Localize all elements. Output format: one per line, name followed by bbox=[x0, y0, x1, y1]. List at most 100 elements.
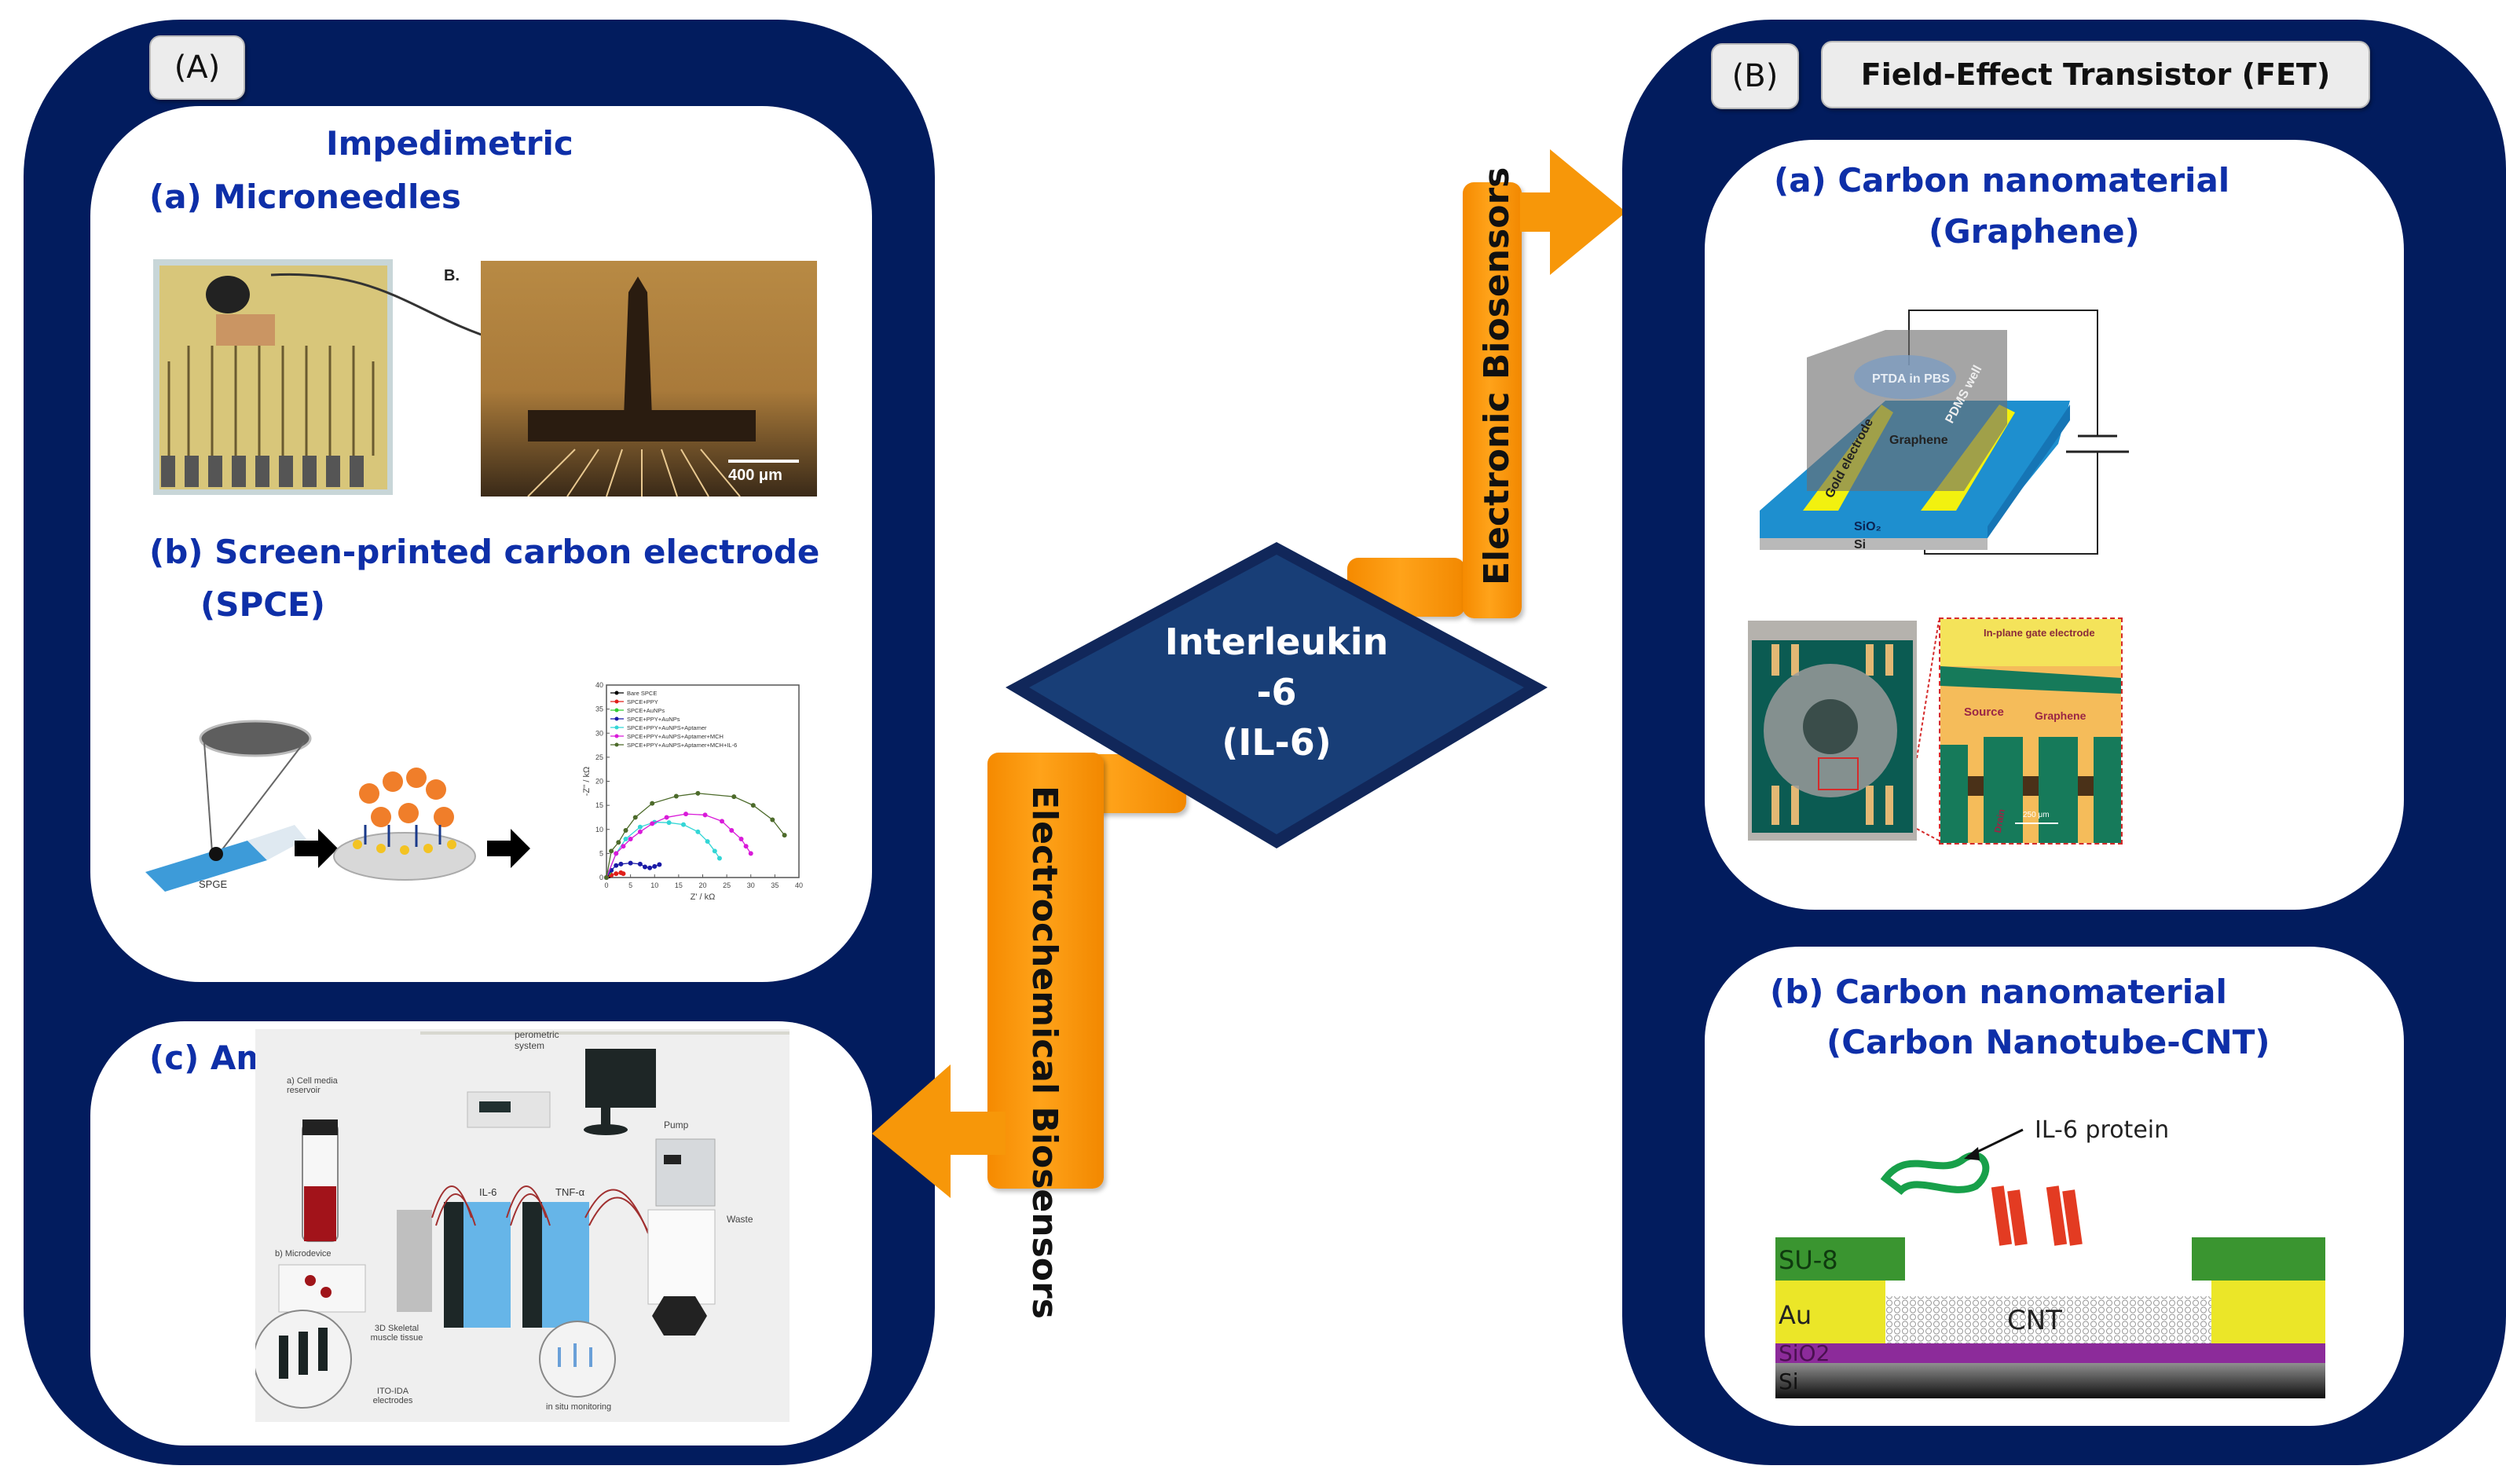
data-point bbox=[664, 815, 669, 820]
microdevice-label: b) Microdevice bbox=[275, 1249, 332, 1259]
graphene-photo-label: Graphene bbox=[2035, 709, 2087, 722]
si-label: Si bbox=[1854, 538, 1866, 551]
series-line bbox=[606, 862, 660, 878]
electronic-arrow-head bbox=[1520, 149, 1626, 275]
spce-title-line2: (SPCE) bbox=[200, 585, 325, 624]
x-tick-label: 5 bbox=[628, 881, 632, 889]
x-tick-label: 15 bbox=[675, 881, 683, 889]
il6-line3: (IL-6) bbox=[1222, 721, 1332, 764]
microneedle-micrograph: 400 μm bbox=[481, 261, 817, 497]
microneedles-title: (a) Microneedles bbox=[149, 178, 461, 216]
graphene-title-line1: (a) Carbon nanomaterial bbox=[1774, 161, 2230, 200]
pump-label: Pump bbox=[664, 1119, 689, 1130]
data-point bbox=[618, 861, 624, 867]
legend-entry: SPCE+PPY+AuNPs bbox=[627, 716, 680, 723]
tnf-channel-label: TNF-α bbox=[555, 1186, 585, 1198]
data-point bbox=[609, 848, 614, 854]
spce-strip-label: SPGE bbox=[199, 878, 227, 890]
y-tick-label: 30 bbox=[595, 729, 603, 737]
data-point bbox=[652, 863, 658, 869]
cnt-fet-schematic: IL-6 protein SU-8 Au CNT SiO2 Si bbox=[1775, 1116, 2325, 1398]
data-point bbox=[683, 812, 689, 817]
electrodes-label: ITO-IDA electrodes bbox=[372, 1387, 413, 1405]
data-point bbox=[650, 821, 655, 826]
data-point bbox=[637, 829, 643, 834]
y-tick-label: 15 bbox=[595, 801, 603, 809]
spce-illustration: SPGE bbox=[145, 720, 530, 892]
sio2-label: SiO₂ bbox=[1854, 520, 1881, 533]
gate-electrode-label: In-plane gate electrode bbox=[1984, 627, 2095, 639]
cnt-title-line2: (Carbon Nanotube-CNT) bbox=[1826, 1023, 2270, 1061]
data-point bbox=[637, 824, 643, 830]
fet-micrograph: In-plane gate electrode Source Graphene … bbox=[1939, 617, 2123, 845]
si-layer-label: Si bbox=[1779, 1369, 1799, 1394]
y-tick-label: 35 bbox=[595, 705, 603, 713]
data-point bbox=[720, 819, 724, 824]
legend-marker bbox=[614, 725, 619, 730]
il6-line2: -6 bbox=[1256, 671, 1297, 713]
panel-b-tag: (B) bbox=[1711, 43, 1799, 109]
arrow-right-icon bbox=[487, 829, 530, 868]
data-point bbox=[647, 865, 653, 870]
amperometric-system-label: perometric system bbox=[515, 1029, 559, 1051]
data-point bbox=[716, 856, 722, 861]
legend-entry: Bare SPCE bbox=[627, 690, 657, 697]
data-point bbox=[695, 790, 701, 796]
data-point bbox=[657, 862, 662, 867]
data-point bbox=[621, 871, 626, 877]
legend-marker bbox=[614, 742, 619, 747]
data-point bbox=[643, 864, 647, 870]
data-point bbox=[666, 820, 672, 826]
data-point bbox=[705, 839, 710, 845]
data-point bbox=[731, 794, 737, 800]
data-point bbox=[695, 829, 701, 834]
data-point bbox=[750, 803, 756, 808]
legend-marker bbox=[614, 734, 619, 738]
scale-bar-label: 400 μm bbox=[728, 467, 782, 484]
legend-entry: SPCE+PPY+AuNPS+Aptamer bbox=[627, 724, 707, 731]
cnt-title-line1: (b) Carbon nanomaterial bbox=[1770, 973, 2227, 1011]
data-point bbox=[650, 801, 655, 806]
sio2-layer-label: SiO2 bbox=[1779, 1340, 1830, 1366]
x-tick-label: 40 bbox=[795, 881, 803, 889]
data-point bbox=[702, 812, 708, 818]
su8-label: SU-8 bbox=[1779, 1245, 1838, 1275]
data-point bbox=[681, 822, 686, 827]
scale-250-label: 250 μm bbox=[2023, 811, 2050, 819]
data-point bbox=[712, 848, 717, 854]
data-point bbox=[637, 861, 643, 867]
il6-diamond bbox=[1006, 542, 1548, 848]
il6-protein-label: IL-6 protein bbox=[2035, 1116, 2169, 1144]
x-tick-label: 20 bbox=[698, 881, 706, 889]
data-point bbox=[729, 827, 735, 833]
y-axis-label: -Z'' / kΩ bbox=[582, 767, 592, 796]
graphene-fet-schematic: PTDA in PBS PDMS well Gold electrode Gra… bbox=[1760, 310, 2129, 555]
y-tick-label: 20 bbox=[595, 778, 603, 786]
data-point bbox=[604, 875, 609, 880]
electrochemical-arrow-head bbox=[872, 1064, 1006, 1198]
legend-entry: SPCE+AuNPs bbox=[627, 707, 665, 714]
zoom-connector-lines bbox=[1917, 620, 1940, 841]
tissue-label: 3D Skeletal muscle tissue bbox=[370, 1324, 423, 1343]
il6-label: Interleukin -6 (IL-6) bbox=[1084, 617, 1469, 768]
x-tick-label: 0 bbox=[604, 881, 608, 889]
x-axis-label: Z' / kΩ bbox=[691, 892, 716, 902]
y-tick-label: 10 bbox=[595, 826, 603, 834]
fet-header: Field-Effect Transistor (FET) bbox=[1821, 41, 2370, 108]
legend-marker bbox=[614, 716, 619, 721]
spce-title-line1: (b) Screen-printed carbon electrode bbox=[149, 533, 820, 571]
il6-channel-label: IL-6 bbox=[479, 1186, 497, 1198]
x-tick-label: 10 bbox=[650, 881, 658, 889]
impedimetric-heading: Impedimetric bbox=[326, 124, 573, 163]
graphene-title-line2: (Graphene) bbox=[1929, 212, 2140, 251]
y-tick-label: 5 bbox=[599, 849, 603, 857]
il6-line1: Interleukin bbox=[1164, 621, 1389, 663]
au-label: Au bbox=[1779, 1300, 1812, 1330]
legend-entry: SPCE+PPY bbox=[627, 698, 658, 705]
legend-marker bbox=[614, 699, 619, 704]
y-tick-label: 25 bbox=[595, 753, 603, 761]
data-point bbox=[632, 815, 638, 820]
graphene-label: Graphene bbox=[1889, 434, 1948, 447]
source-label: Source bbox=[1964, 705, 2004, 719]
fet-device-photo bbox=[1748, 621, 1917, 841]
